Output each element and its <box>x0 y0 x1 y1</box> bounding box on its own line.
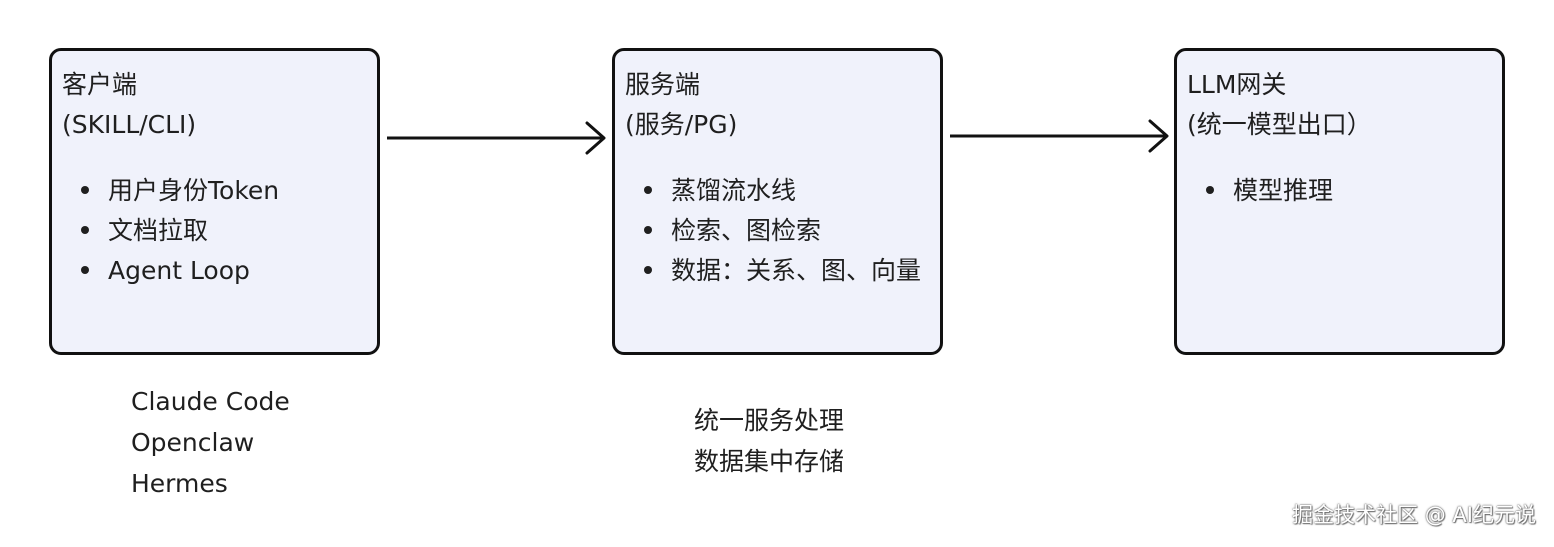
client-item-list: 用户身份Token 文档拉取 Agent Loop <box>62 171 367 291</box>
list-item: 检索、图检索 <box>625 211 930 251</box>
arrow-head <box>585 121 606 155</box>
gateway-node: LLM网关 (统一模型出口） 模型推理 <box>1174 48 1505 355</box>
list-item: 数据：关系、图、向量 <box>625 251 930 291</box>
server-caption: 统一服务处理 数据集中存储 <box>694 400 844 482</box>
list-item: Agent Loop <box>62 251 367 291</box>
caption-line: Openclaw <box>131 428 255 457</box>
arrow-server-to-gateway <box>950 119 1169 153</box>
server-subtitle: (服务/PG) <box>625 110 738 139</box>
gateway-item-list: 模型推理 <box>1187 171 1492 211</box>
caption-line: 统一服务处理 <box>694 406 845 435</box>
list-item: 模型推理 <box>1187 171 1492 211</box>
arrow-client-to-server <box>387 121 606 155</box>
caption-line: Hermes <box>131 469 228 498</box>
client-node: 客户端 (SKILL/CLI) 用户身份Token 文档拉取 Agent Loo… <box>49 48 380 355</box>
caption-line: 数据集中存储 <box>694 447 845 476</box>
arrow-head <box>1148 119 1169 153</box>
list-item: 蒸馏流水线 <box>625 171 930 211</box>
list-item: 用户身份Token <box>62 171 367 211</box>
caption-line: Claude Code <box>131 387 290 416</box>
watermark: 掘金技术社区 @ AI纪元说 <box>1292 503 1536 527</box>
server-title: 服务端 <box>625 70 701 99</box>
gateway-subtitle: (统一模型出口） <box>1187 110 1372 139</box>
list-item: 文档拉取 <box>62 211 367 251</box>
server-item-list: 蒸馏流水线 检索、图检索 数据：关系、图、向量 <box>625 171 930 291</box>
client-caption: Claude Code Openclaw Hermes <box>131 381 290 504</box>
server-node: 服务端 (服务/PG) 蒸馏流水线 检索、图检索 数据：关系、图、向量 <box>612 48 943 355</box>
gateway-title: LLM网关 <box>1187 70 1287 99</box>
client-title: 客户端 <box>62 70 138 99</box>
client-subtitle: (SKILL/CLI) <box>62 110 197 139</box>
